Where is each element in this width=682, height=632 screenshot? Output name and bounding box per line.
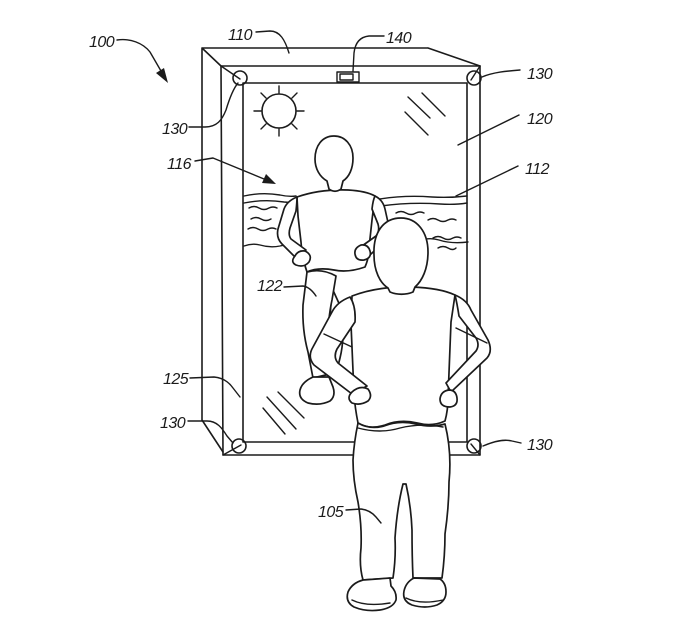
- leader-100: [116, 38, 162, 72]
- leader-112: [455, 165, 519, 197]
- ref-label-112: 112: [525, 161, 550, 178]
- ref-label-100: 100: [89, 34, 115, 51]
- user-head: [373, 217, 429, 296]
- ref-label-130-bottom-left: 130: [160, 415, 186, 432]
- user-left-shoe: [346, 577, 397, 612]
- corner-light-bottom-right: [466, 438, 482, 454]
- user-figure: [309, 217, 492, 612]
- ref-label-125: 125: [163, 371, 189, 388]
- ref-label-130-top-right: 130: [527, 66, 553, 83]
- glass-glint-icon-bottom-left: [262, 391, 305, 435]
- sun-icon: [253, 85, 305, 137]
- leader-130-bottom-left: [187, 420, 234, 444]
- ref-label-130-bottom-right: 130: [527, 437, 553, 454]
- leader-140: [352, 35, 385, 72]
- leader-lines: [116, 30, 522, 524]
- reflected-person-right-hand: [354, 244, 372, 261]
- camera-module: [336, 71, 360, 83]
- arrowhead-100: [156, 68, 168, 83]
- leader-110: [255, 30, 290, 54]
- ref-label-122: 122: [257, 278, 283, 295]
- user-left-sole: [351, 599, 391, 606]
- user-right-hand: [439, 389, 458, 408]
- frame-corner-bevels: [220, 65, 481, 456]
- corner-light-top-left: [232, 70, 248, 86]
- leader-130-top-left: [188, 82, 239, 128]
- user-right-sole: [405, 597, 444, 603]
- leader-116: [194, 157, 265, 180]
- arrowhead-116: [262, 174, 276, 184]
- leader-130-bottom-right: [482, 439, 522, 447]
- leader-120: [457, 114, 520, 146]
- glass-glint-icon-top-right: [404, 92, 446, 136]
- user-left-hand: [348, 386, 372, 405]
- user-pants: [352, 421, 451, 581]
- leader-130-top-right: [481, 69, 521, 78]
- mirror-scene: [243, 85, 469, 435]
- ref-label-130-top-left: 130: [162, 121, 188, 138]
- leader-105: [345, 508, 382, 524]
- user-right-arm: [445, 294, 492, 393]
- ref-label-110: 110: [228, 27, 253, 44]
- reflected-person-shoe: [298, 376, 335, 405]
- ref-label-140: 140: [386, 30, 412, 47]
- corner-light-top-right: [466, 70, 482, 86]
- ref-label-116: 116: [167, 156, 192, 173]
- ref-label-105: 105: [318, 504, 344, 521]
- leader-125: [189, 376, 241, 398]
- user-waistband: [357, 424, 444, 432]
- mirror-inner-frame: [242, 82, 468, 443]
- corner-light-bottom-left: [231, 438, 247, 454]
- user-shirt: [350, 286, 456, 428]
- reference-labels: 100 110 140 130 120 112 130 116 122 125 …: [89, 27, 553, 521]
- user-sleeve-hems: [323, 327, 488, 348]
- leader-122: [283, 285, 317, 297]
- housing-side-face: [201, 47, 481, 453]
- ref-label-120: 120: [527, 111, 553, 128]
- reflected-person-left-hand: [291, 250, 312, 267]
- horizon-line: [243, 193, 468, 207]
- mirror-housing: [201, 47, 482, 456]
- user-right-shoe: [402, 577, 447, 608]
- reflected-person-head: [314, 135, 354, 193]
